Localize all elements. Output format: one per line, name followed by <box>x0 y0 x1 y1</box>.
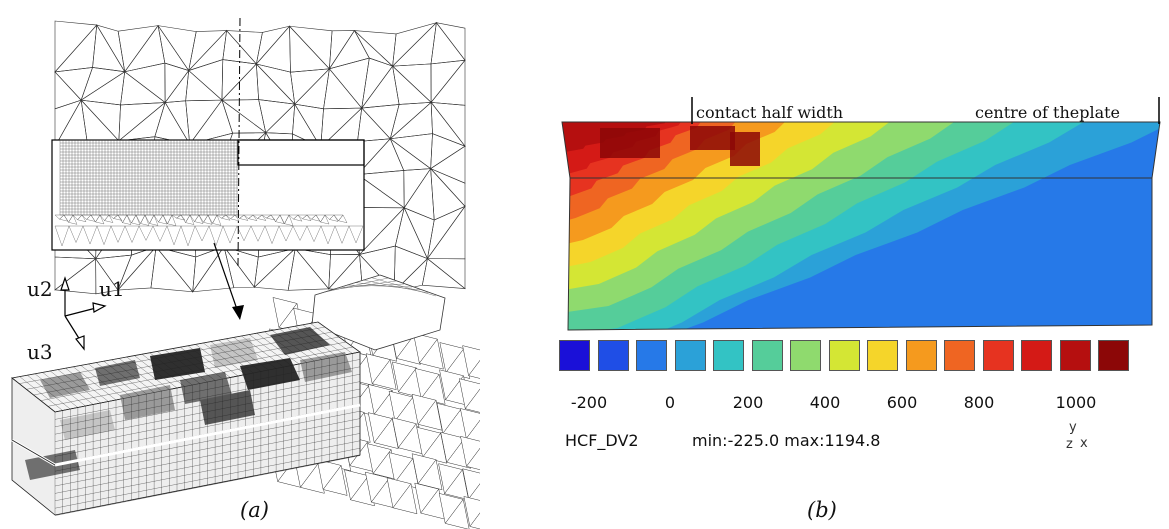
axis-label-u2: u2 <box>27 277 53 301</box>
meshed-3d-block <box>11 274 480 529</box>
colorbar-swatch <box>944 340 975 371</box>
stress-contour-plot <box>561 97 1161 331</box>
colorbar-tick-label: 400 <box>809 393 841 412</box>
zoom-arrowhead <box>232 305 244 320</box>
colorbar-tick-label: 800 <box>963 393 995 412</box>
triad-z-label: z <box>1066 437 1073 452</box>
axis-label-u1: u1 <box>99 277 125 301</box>
caption-b: (b) <box>807 498 837 522</box>
colorbar-tick-label: 0 <box>664 393 676 412</box>
colorbar-tick-label: 1000 <box>1055 393 1097 412</box>
value-range: min:-225.0 max:1194.8 <box>692 431 881 450</box>
colorbar-swatch <box>751 340 783 371</box>
annotation-contact-half-width: contact half width <box>696 103 844 122</box>
finite-element-mesh <box>11 17 480 529</box>
colorbar-tick-label: -200 <box>570 393 608 412</box>
contour-field <box>561 121 1161 331</box>
colorbar-swatch <box>1059 340 1091 371</box>
contact-pad-frame <box>237 139 365 166</box>
colorbar-swatch <box>867 340 898 371</box>
fine-grid-mesh <box>54 139 364 247</box>
colorbar-tick-label: 200 <box>732 393 764 412</box>
axis-label-u3: u3 <box>27 340 53 364</box>
annotation-centre-of-plate: centre of theplate <box>975 103 1121 122</box>
variable-name: HCF_DV2 <box>565 431 639 450</box>
colorbar-swatch <box>828 340 860 371</box>
symmetry-line <box>237 17 241 267</box>
colorbar-swatch <box>1021 340 1052 371</box>
colorbar-swatch <box>636 340 667 371</box>
triad-x-label: x <box>1080 436 1088 451</box>
coordinate-axes <box>60 276 107 351</box>
colorbar-swatch <box>905 340 937 371</box>
colorbar-swatch <box>713 340 744 371</box>
refined-region-frame <box>51 139 365 251</box>
colorbar-swatch <box>559 340 590 371</box>
colorbar-tick-label: 600 <box>886 393 918 412</box>
colorbar-swatch <box>674 340 706 371</box>
caption-a: (a) <box>240 498 269 522</box>
panel-b-contour: contact half width centre of theplate -2… <box>480 0 1169 529</box>
zoom-arrow <box>213 242 241 319</box>
colorbar-swatch <box>982 340 1014 371</box>
panel-a-mesh: u2 u1 u3 (a) <box>0 0 480 529</box>
colorbar-swatch <box>790 340 821 371</box>
colorbar-swatch <box>1098 340 1129 371</box>
triad-y-label: y <box>1069 420 1077 435</box>
colorbar-swatch <box>597 340 629 371</box>
